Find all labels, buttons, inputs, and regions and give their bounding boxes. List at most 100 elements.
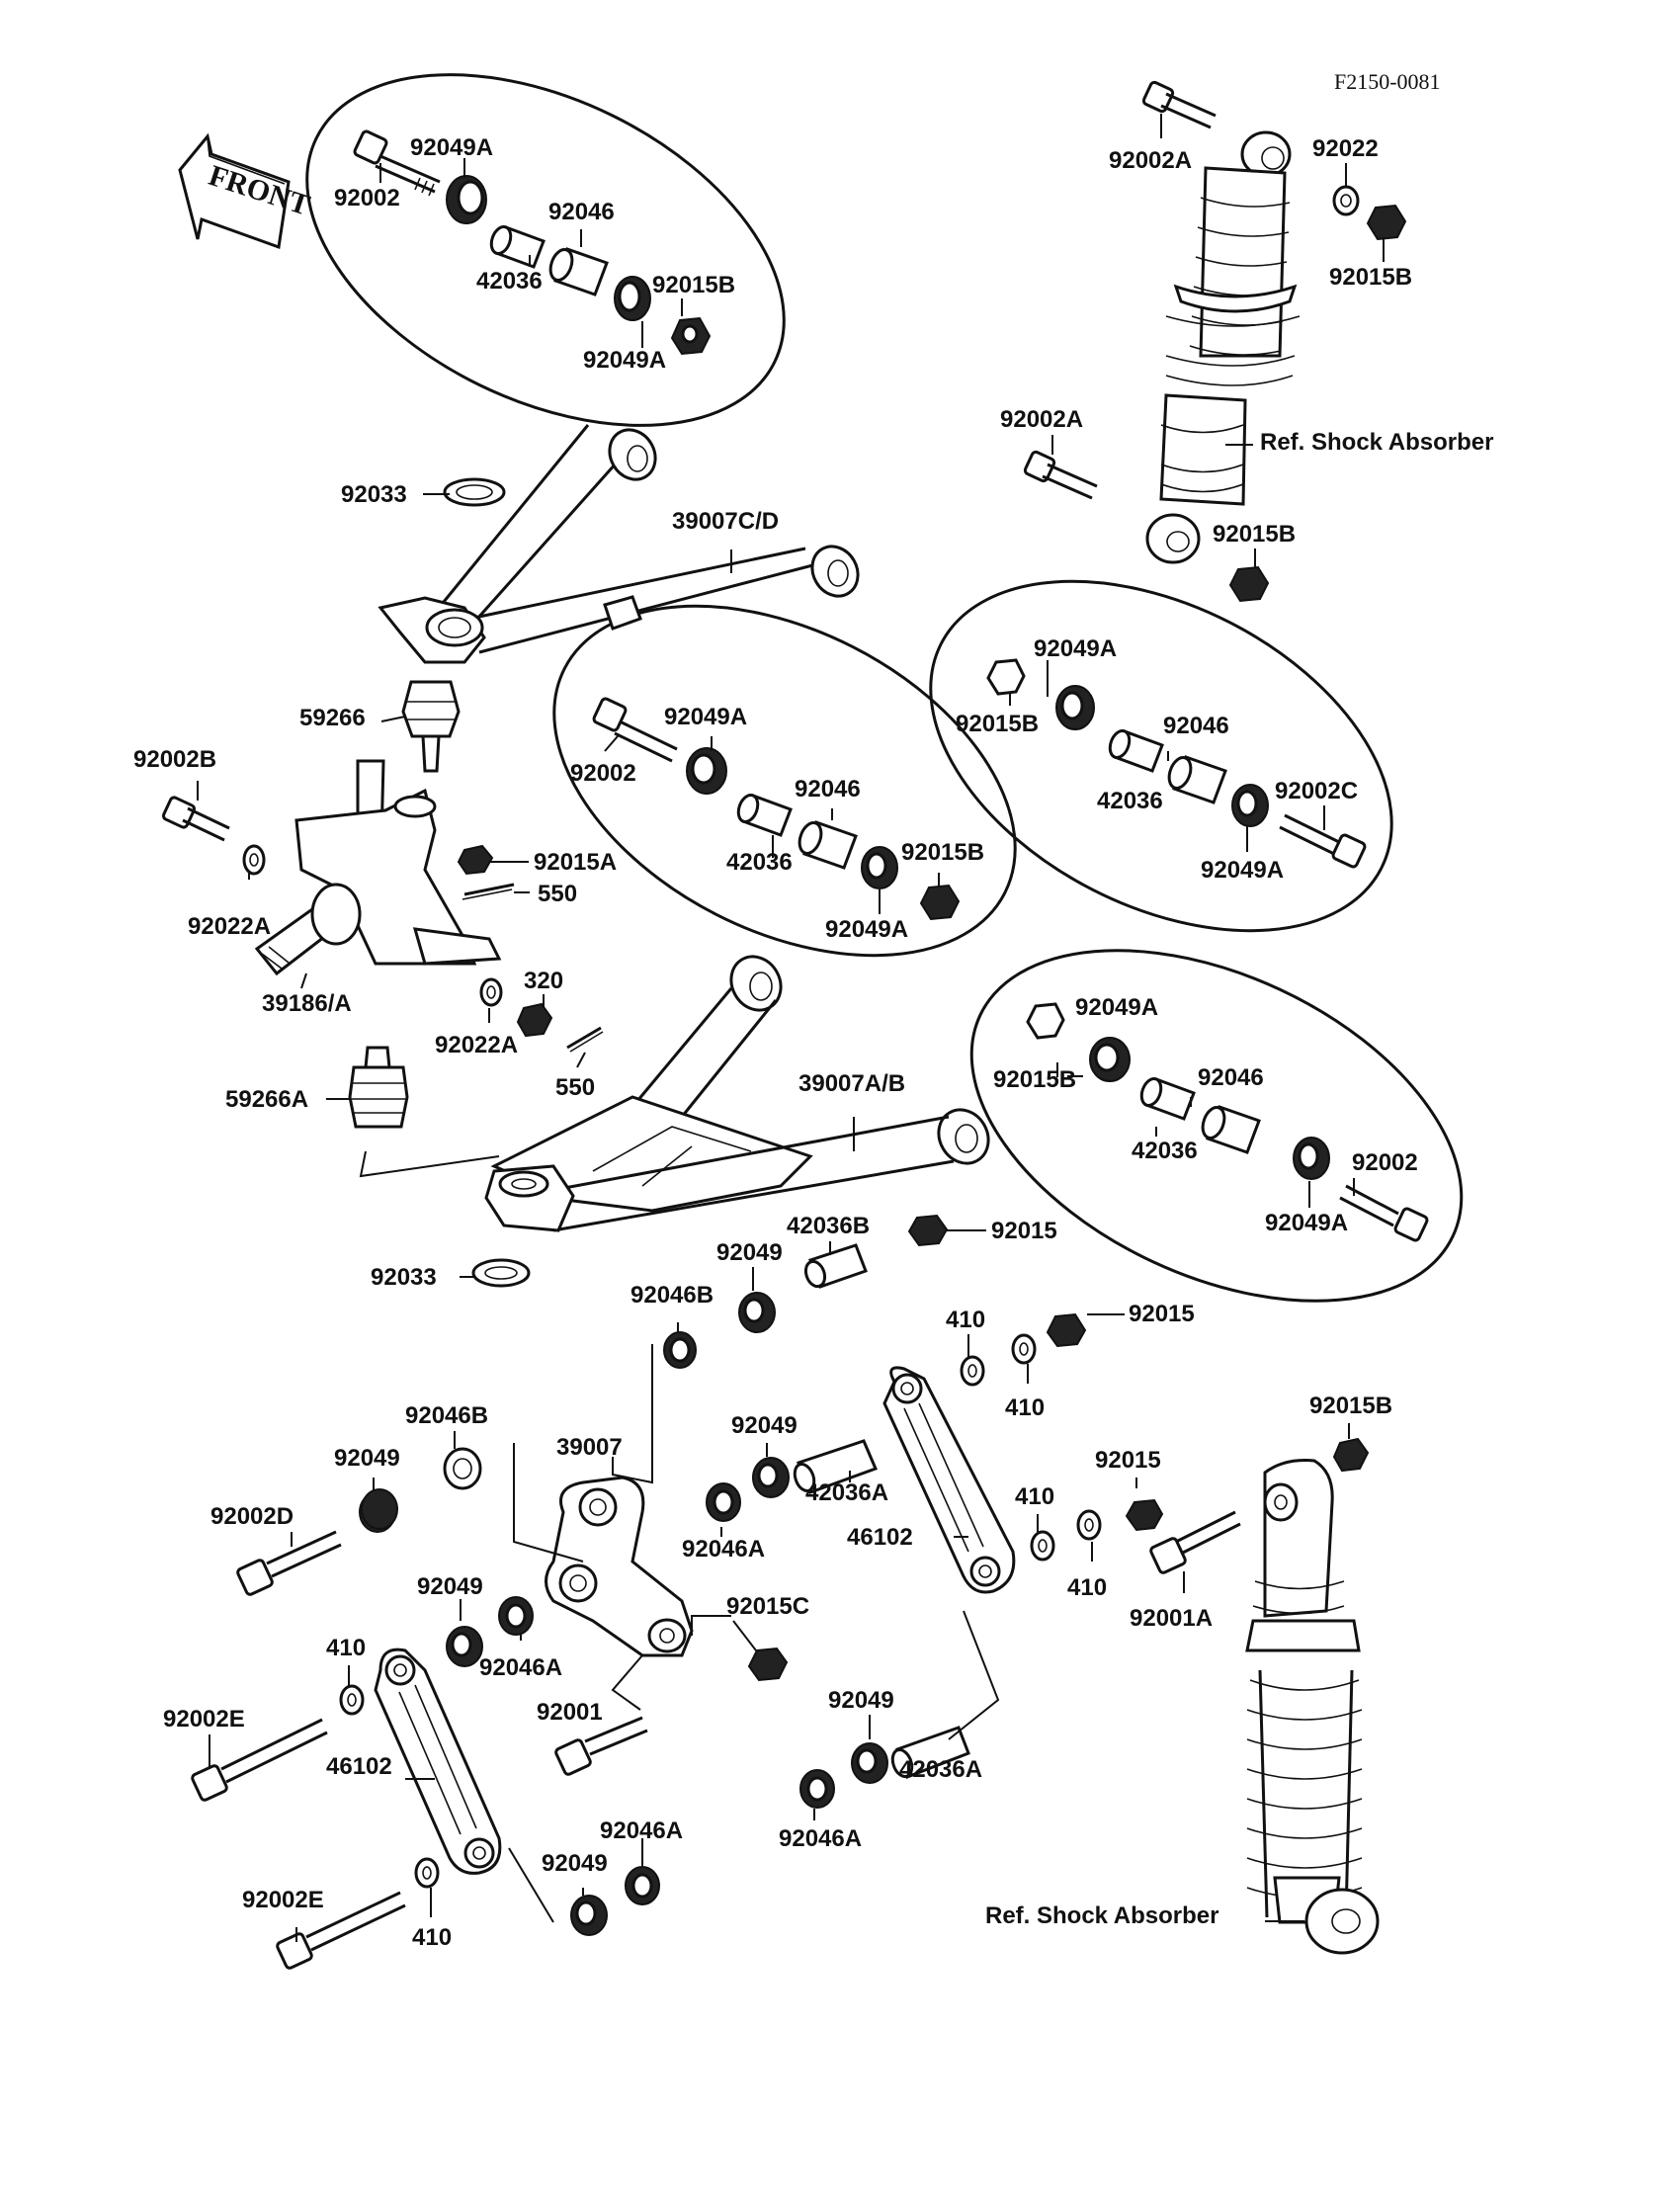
bushing-group-oval-right-upper <box>929 579 1393 933</box>
label-92046B-2: 92046B <box>405 1402 488 1429</box>
figure-code: F2150-0081 <box>1334 69 1441 94</box>
label-92046A-4: 92046A <box>779 1825 862 1852</box>
label-92015B-2: 92015B <box>1329 264 1412 291</box>
label-410-5: 410 <box>326 1635 366 1661</box>
ball-joint-59266 <box>401 680 461 773</box>
washer-410-c <box>1030 1530 1055 1562</box>
label-39186A: 39186/A <box>262 990 352 1017</box>
bolt-92002D <box>236 1530 342 1596</box>
bushing-92046B-b <box>443 1447 482 1490</box>
leader-lines <box>197 114 1385 1942</box>
washer-410-b <box>1011 1333 1037 1365</box>
label-42036A-2: 42036A <box>899 1756 982 1783</box>
nut-92015B-oval2 <box>986 658 1026 696</box>
label-92033-1: 92033 <box>341 481 407 508</box>
clip-92033-top <box>443 477 506 507</box>
nut-92015-b <box>1046 1312 1087 1348</box>
label-410-6: 410 <box>412 1924 452 1951</box>
bushing-92046A-b <box>498 1596 534 1636</box>
collar-92049-d <box>361 1488 398 1530</box>
label-410-3: 410 <box>1015 1483 1054 1510</box>
label-39007CD: 39007C/D <box>672 508 779 535</box>
label-92046-2: 92046 <box>1163 713 1229 739</box>
collar-92049-f <box>851 1742 888 1784</box>
collar-42036A-a <box>793 1439 879 1494</box>
nut-92015B-lower <box>1332 1437 1370 1473</box>
washer-92022 <box>1332 185 1360 216</box>
cotter-pin-550-1 <box>462 883 515 900</box>
label-92049-5: 92049 <box>828 1687 894 1714</box>
label-42036B: 42036B <box>787 1213 870 1239</box>
label-46102-1: 46102 <box>847 1524 913 1551</box>
bushing-group-oval-right-lower <box>969 949 1464 1303</box>
label-42036-4: 42036 <box>1132 1138 1198 1164</box>
upper-a-arm-39007CD <box>378 424 860 664</box>
label-92002E-1: 92002E <box>163 1706 245 1732</box>
label-46102-2: 46102 <box>326 1753 392 1780</box>
rocker-arm-39007 <box>545 1476 694 1657</box>
label-39007: 39007 <box>556 1434 623 1461</box>
label-550-2: 550 <box>555 1074 595 1101</box>
bolt-92002-oval4 <box>1339 1184 1429 1242</box>
label-92046-3: 92046 <box>795 776 861 803</box>
label-92049A-7: 92049A <box>1075 994 1158 1021</box>
label-92002B: 92002B <box>133 746 216 773</box>
washer-92022A-2 <box>479 977 503 1007</box>
bolt-92002B <box>161 796 230 842</box>
label-92015B-4: 92015B <box>956 711 1039 737</box>
label-42036A-1: 42036A <box>805 1479 888 1506</box>
label-92049-6: 92049 <box>542 1850 608 1877</box>
bushing-group-oval-top <box>305 73 786 427</box>
bushing-group-oval-middle <box>552 604 1017 958</box>
clip-92033-lower <box>471 1258 531 1288</box>
label-92002-2: 92002 <box>570 760 636 787</box>
cotter-pin-550-2 <box>566 1026 604 1053</box>
label-92049-2: 92049 <box>731 1412 798 1439</box>
label-92015A: 92015A <box>534 849 617 876</box>
label-92015B-6: 92015B <box>993 1066 1076 1093</box>
sleeve-92046-top <box>548 247 609 296</box>
label-92022A-2: 92022A <box>435 1032 518 1058</box>
label-92001A: 92001A <box>1130 1605 1213 1632</box>
nut-92015B-oval4 <box>1026 1002 1065 1040</box>
washer-410-e <box>339 1684 365 1716</box>
bushing-92046B-a <box>663 1331 697 1369</box>
label-92015B-3: 92015B <box>1213 521 1296 548</box>
label-92015B-7: 92015B <box>1309 1393 1392 1419</box>
label-92046A-2: 92046A <box>479 1654 562 1681</box>
collar-92049A-oval4-2 <box>1293 1137 1330 1180</box>
label-92015B-5: 92015B <box>901 839 984 866</box>
bushing-42036-oval4 <box>1139 1076 1196 1121</box>
bushing-42036-mid <box>736 793 793 837</box>
nut-92015B-mid <box>919 884 961 921</box>
bolt-92002-mid <box>592 697 678 763</box>
label-92015-3: 92015 <box>1095 1447 1161 1474</box>
bushing-42036-oval2 <box>1108 728 1164 773</box>
label-92049A-3: 92049A <box>1034 635 1117 662</box>
label-92049A-2: 92049A <box>583 347 666 374</box>
ball-joint-59266A <box>348 1046 409 1129</box>
label-410-1: 410 <box>946 1307 985 1333</box>
label-92046A-1: 92046A <box>682 1536 765 1563</box>
label-410-4: 410 <box>1067 1574 1107 1601</box>
collar-92049A-mid-1 <box>686 747 727 795</box>
label-92002-3: 92002 <box>1352 1149 1418 1176</box>
label-550-1: 550 <box>538 881 577 907</box>
label-92001: 92001 <box>537 1699 603 1726</box>
collar-92049-c <box>752 1457 790 1498</box>
label-92022A-1: 92022A <box>188 913 271 940</box>
knuckle-39186A <box>254 759 502 976</box>
bolt-92001A <box>1149 1510 1241 1574</box>
label-92002C: 92002C <box>1275 778 1358 804</box>
label-92015-1: 92015 <box>991 1218 1057 1244</box>
label-42036-2: 42036 <box>1097 788 1163 814</box>
label-92049A-4: 92049A <box>1201 857 1284 884</box>
collar-92049A-oval4-1 <box>1089 1037 1131 1082</box>
shock-absorber-lower <box>1245 1459 1380 1955</box>
sleeve-92046-oval4 <box>1201 1105 1261 1154</box>
collar-92049-g <box>570 1895 608 1936</box>
collar-92049A-oval2-2 <box>1231 784 1269 827</box>
collar-92049-e <box>446 1626 483 1667</box>
link-rod-46102-left <box>374 1648 502 1875</box>
front-arrow-icon <box>178 132 291 250</box>
